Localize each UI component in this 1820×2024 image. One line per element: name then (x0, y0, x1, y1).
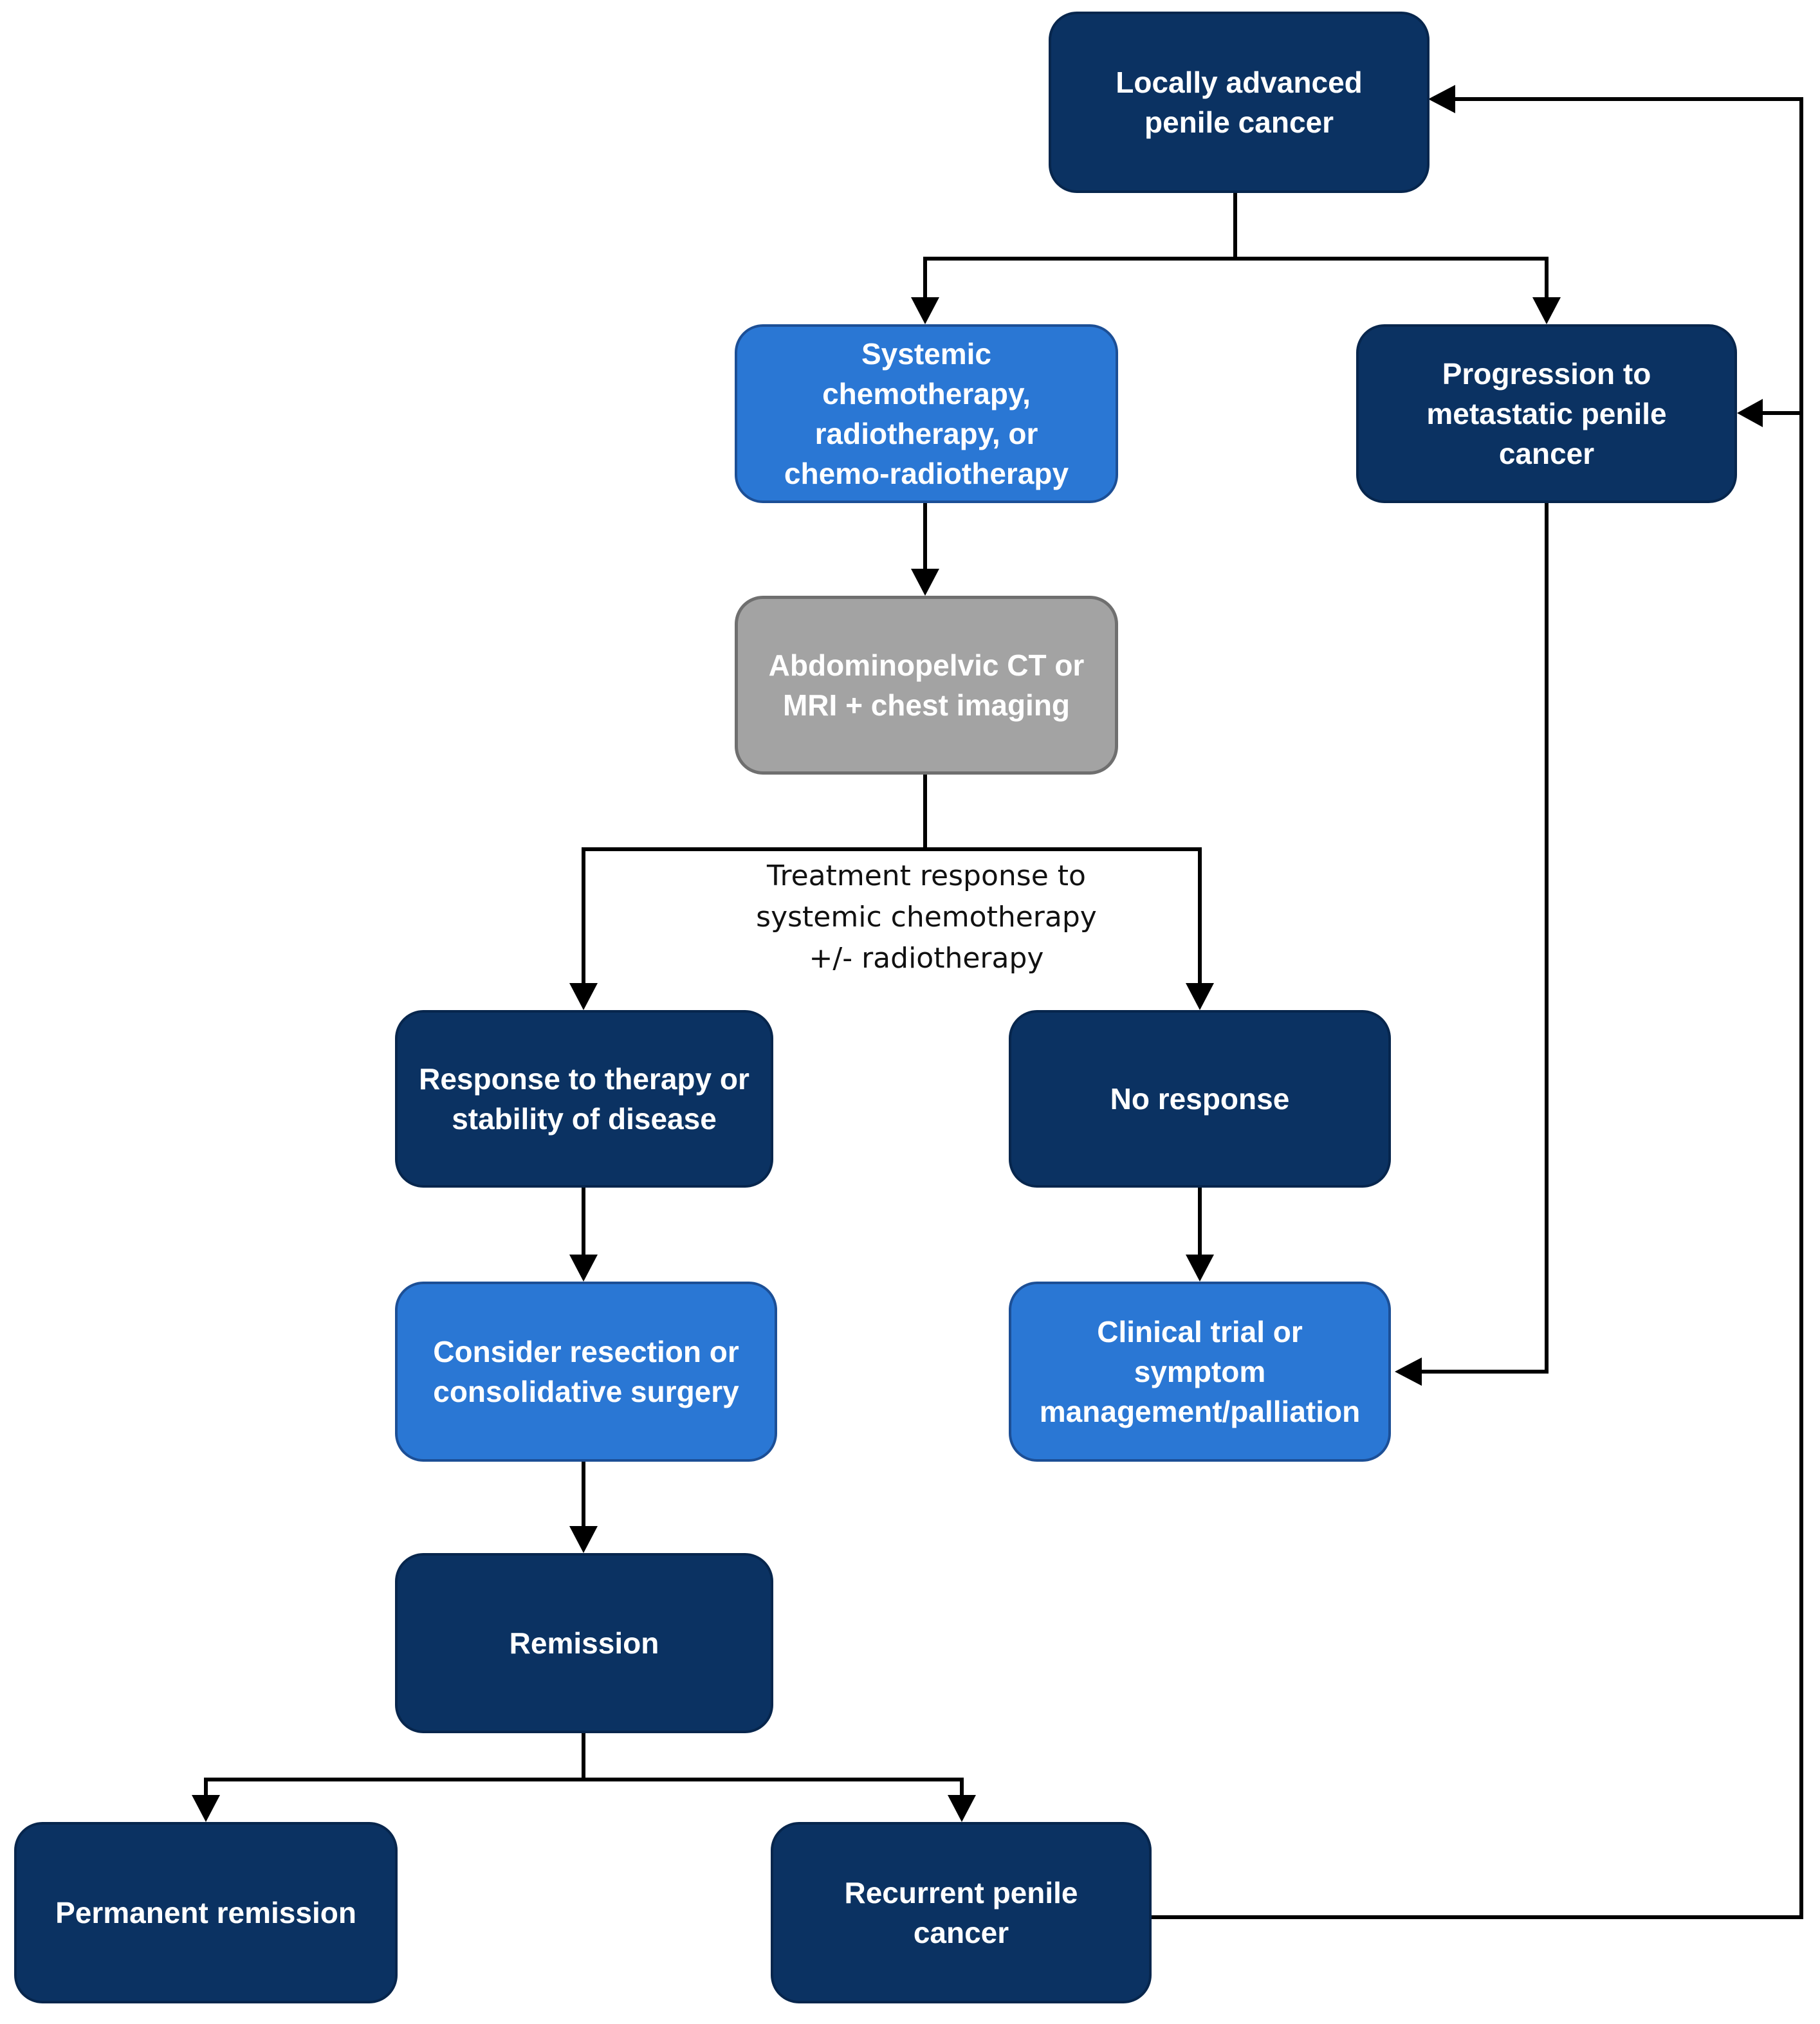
arrowhead-progression-from-loop (1737, 399, 1763, 427)
arrowhead-locally-advanced (1428, 85, 1455, 113)
node-consider-resection: Consider resection or consolidative surg… (395, 1282, 777, 1462)
node-remission: Remission (395, 1553, 773, 1733)
connector-to-response (582, 847, 925, 983)
connector-progression-to-trial (1422, 503, 1549, 1374)
connector-recurrent-loop (1152, 97, 1803, 1919)
node-locally-advanced: Locally advanced penile cancer (1049, 12, 1429, 193)
node-recurrent: Recurrent penile cancer (771, 1822, 1152, 2003)
node-no-response: No response (1009, 1010, 1391, 1188)
connector-to-no-response (925, 847, 1202, 983)
node-imaging: Abdominopelvic CT or MRI + chest imaging (735, 596, 1118, 775)
arrowhead-imaging (911, 569, 939, 596)
arrowhead-no-response (1186, 983, 1214, 1010)
arrowhead-progression (1532, 297, 1561, 324)
arrowhead-resection (569, 1255, 598, 1282)
arrowhead-clinical-trial-from-progression (1395, 1357, 1422, 1386)
label-treatment-response: Treatment response to systemic chemother… (756, 860, 1097, 975)
node-clinical-trial: Clinical trial or symptom management/pal… (1009, 1282, 1391, 1462)
arrowhead-response (569, 983, 598, 1010)
connector-to-recurrent (584, 1778, 964, 1795)
node-systemic-therapy: Systemic chemotherapy, radiotherapy, or … (735, 324, 1118, 503)
connector-to-systemic (923, 257, 1235, 297)
node-response: Response to therapy or stability of dise… (395, 1010, 773, 1188)
node-progression: Progression to metastatic penile cancer (1356, 324, 1737, 503)
arrowhead-remission (569, 1526, 598, 1553)
connector-to-progression (1235, 257, 1549, 297)
connector-to-permanent (204, 1778, 584, 1795)
node-permanent-remission: Permanent remission (14, 1822, 398, 2003)
arrowhead-systemic (911, 297, 939, 324)
arrowhead-permanent (192, 1795, 220, 1822)
arrowhead-recurrent (948, 1795, 976, 1822)
arrowhead-clinical-trial-from-no-response (1186, 1255, 1214, 1282)
